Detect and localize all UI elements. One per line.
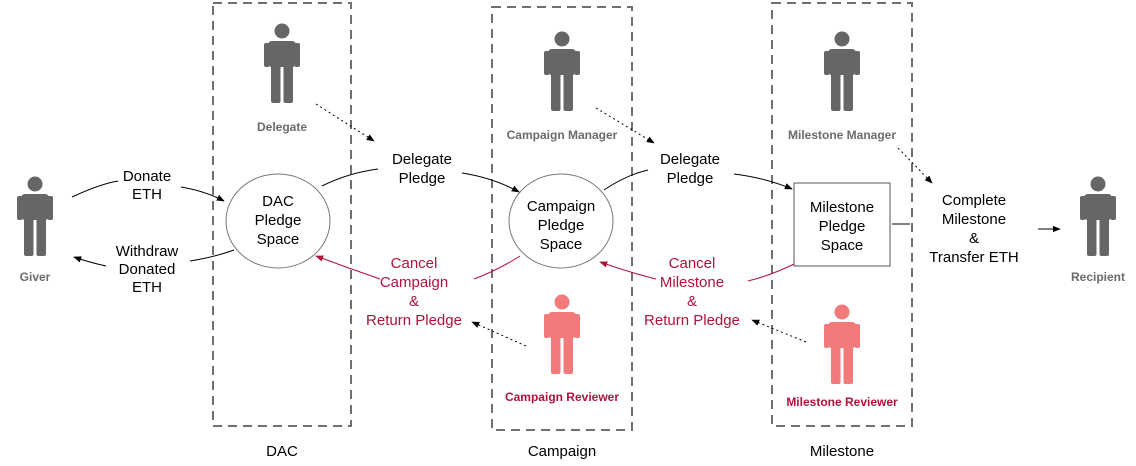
role-label-campaign-manager: Campaign Manager bbox=[507, 128, 618, 142]
group-label-dac: DAC bbox=[266, 443, 298, 460]
donate-label-1: Donate bbox=[123, 168, 171, 185]
campaign-node-label-1: Campaign bbox=[527, 198, 595, 215]
milestone-node-label-1: Milestone bbox=[810, 199, 874, 216]
cancel-milestone-arrow bbox=[599, 261, 657, 280]
campaign-group-box bbox=[491, 6, 633, 431]
role-label-recipient: Recipient bbox=[1071, 270, 1125, 284]
cancel-campaign-label-2: Campaign bbox=[380, 274, 448, 291]
role-label-milestone-reviewer: Milestone Reviewer bbox=[786, 395, 898, 409]
cancel-campaign-arrow-tail bbox=[473, 255, 521, 280]
dac-node-label-1: DAC bbox=[262, 193, 294, 210]
dac-node-label-3: Space bbox=[257, 231, 300, 248]
cancel-milestone-label-4: Return Pledge bbox=[644, 312, 740, 329]
campaign-manager-authority-arrow bbox=[595, 107, 655, 144]
delegate-pledge-1-label-1: Delegate bbox=[392, 151, 452, 168]
delegate-pledge-2-arrow-tail bbox=[603, 169, 649, 191]
role-label-campaign-reviewer: Campaign Reviewer bbox=[505, 390, 619, 404]
delegate-pledge-1-arrow bbox=[461, 172, 520, 193]
giver-person-icon bbox=[17, 176, 53, 256]
campaign-reviewer-person-icon bbox=[544, 294, 580, 374]
dac-node-label-2: Pledge bbox=[255, 212, 302, 229]
cancel-campaign-label-4: Return Pledge bbox=[366, 312, 462, 329]
complete-milestone-label-3: & bbox=[969, 230, 979, 247]
complete-milestone-label-1: Complete bbox=[942, 192, 1006, 209]
campaign-node-label-3: Space bbox=[540, 236, 583, 253]
milestone-reviewer-person-icon bbox=[824, 304, 860, 384]
cancel-milestone-arrow-tail bbox=[747, 263, 795, 282]
delegate-pledge-1-label-2: Pledge bbox=[399, 170, 446, 187]
milestone-manager-person-icon bbox=[824, 31, 860, 111]
donate-arrow bbox=[71, 180, 119, 198]
cancel-campaign-label-3: & bbox=[409, 293, 419, 310]
withdraw-label-2: Donated bbox=[119, 261, 176, 278]
complete-milestone-label-2: Milestone bbox=[942, 211, 1006, 228]
donate-label-2: ETH bbox=[132, 186, 162, 203]
dac-group-box bbox=[212, 2, 352, 427]
milestone-pledge-space-node bbox=[793, 182, 891, 267]
delegate-pledge-2-arrow bbox=[733, 173, 793, 190]
campaign-manager-person-icon bbox=[544, 31, 580, 111]
cancel-milestone-label-1: Cancel bbox=[669, 255, 716, 272]
cancel-milestone-label-2: Milestone bbox=[660, 274, 724, 291]
cancel-campaign-label-1: Cancel bbox=[391, 255, 438, 272]
delegate-authority-arrow bbox=[315, 103, 375, 142]
role-label-giver: Giver bbox=[20, 270, 51, 284]
cancel-campaign-arrow bbox=[315, 255, 381, 280]
withdraw-label-3: ETH bbox=[132, 279, 162, 296]
role-label-milestone-manager: Milestone Manager bbox=[788, 128, 896, 142]
delegate-pledge-1-arrow-tail bbox=[321, 168, 379, 187]
delegate-person-icon bbox=[264, 23, 300, 103]
role-label-delegate: Delegate bbox=[257, 120, 307, 134]
group-label-campaign: Campaign bbox=[528, 443, 596, 460]
group-label-milestone: Milestone bbox=[810, 443, 874, 460]
dac-pledge-space-node bbox=[225, 173, 331, 269]
cancel-milestone-label-3: & bbox=[687, 293, 697, 310]
campaign-reviewer-authority-arrow bbox=[471, 321, 527, 347]
recipient-person-icon bbox=[1080, 176, 1116, 256]
complete-milestone-label-4: Transfer ETH bbox=[929, 249, 1018, 266]
withdraw-arrow bbox=[73, 256, 107, 267]
campaign-node-label-2: Pledge bbox=[538, 217, 585, 234]
donate-arrow-head-segment bbox=[180, 186, 225, 202]
milestone-manager-authority-arrow bbox=[897, 147, 933, 184]
milestone-reviewer-authority-arrow bbox=[751, 319, 807, 343]
withdraw-arrow-tail-segment bbox=[189, 249, 235, 262]
delegate-pledge-2-label-1: Delegate bbox=[660, 151, 720, 168]
milestone-node-label-2: Pledge bbox=[819, 218, 866, 235]
milestone-group-box bbox=[771, 2, 913, 427]
delegate-pledge-2-label-2: Pledge bbox=[667, 170, 714, 187]
withdraw-label-1: Withdraw bbox=[116, 243, 179, 260]
campaign-pledge-space-node bbox=[508, 173, 614, 269]
milestone-node-label-3: Space bbox=[821, 237, 864, 254]
